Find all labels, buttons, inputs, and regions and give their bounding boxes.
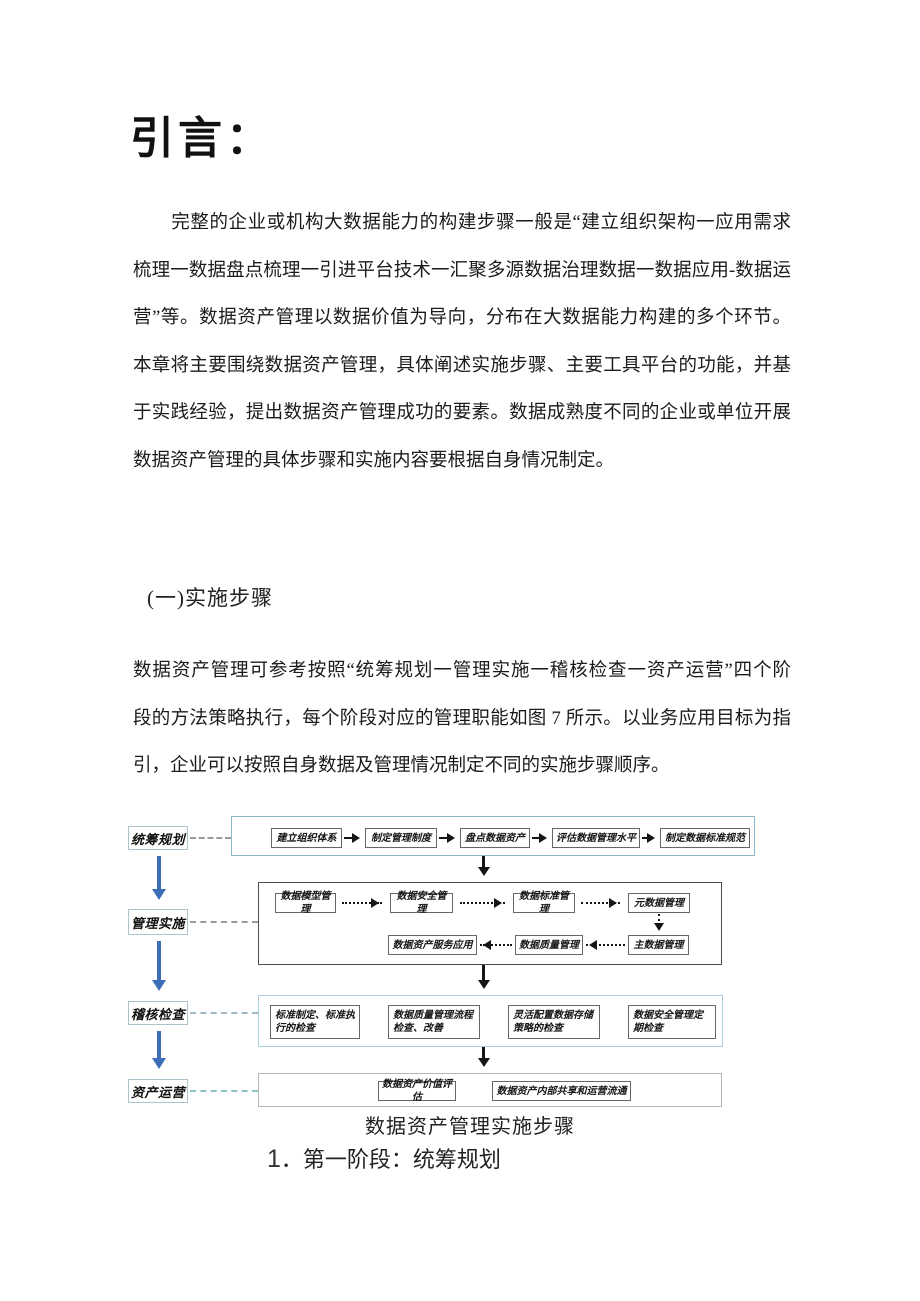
flow-box: 数据安全管理: [390, 891, 453, 915]
stage-down-arrow-icon: [152, 1031, 166, 1069]
flow-box: 盘点数据资产: [460, 828, 530, 848]
intro-line: 数据资产管理的具体步骤和实施内容要根据自身情况制定。: [133, 450, 615, 471]
stage-label-implementation: 管理实施: [128, 909, 188, 935]
stage-down-arrow-icon: [152, 856, 166, 900]
dotted-left-arrow-icon: [586, 940, 625, 950]
stage-down-arrow-icon: [152, 941, 166, 991]
flow-box: 元数据管理: [628, 893, 690, 913]
right-arrow-icon: [642, 833, 655, 843]
stage-label-audit: 稽核检查: [128, 1001, 188, 1025]
stage-label-operation: 资产运营: [128, 1079, 188, 1103]
flow-box: 标准制定、标准执行的检查: [270, 1005, 360, 1039]
dotted-right-arrow-icon: [460, 898, 505, 908]
intro-paragraph: 完整的企业或机构大数据能力的构建步骤一般是“建立组织架构一应用需求 梳理一数据盘…: [133, 200, 791, 485]
flow-box: 主数据管理: [628, 935, 689, 955]
dotted-left-arrow-icon: [480, 940, 512, 950]
flow-box: 数据质量管理流程检查、改善: [388, 1005, 480, 1039]
flow-box: 建立组织体系: [271, 828, 342, 848]
intro-line: 本章将主要围绕数据资产管理，具体阐述实施步骤、主要工具平台的功能，并基: [133, 355, 791, 376]
operation-container: [258, 1073, 722, 1107]
stage-one-title: ．第一阶段：统筹规划: [280, 1147, 501, 1172]
section-heading: (一)实施步骤: [147, 586, 273, 610]
intro-line: 完整的企业或机构大数据能力的构建步骤一般是“建立组织架构一应用需求: [133, 213, 791, 233]
flow-box: 制定管理制度: [365, 828, 437, 848]
flow-box: 数据模型管理: [275, 891, 336, 915]
dotted-right-arrow-icon: [342, 898, 382, 908]
right-arrow-icon: [344, 833, 360, 843]
dotted-right-arrow-icon: [581, 898, 620, 908]
right-arrow-icon: [439, 833, 455, 843]
intro-line: 梳理一数据盘点梳理一引进平台技术一汇聚多源数据治理数据一数据应用-数据运: [133, 260, 791, 281]
steps-line: 段的方法策略执行，每个阶段对应的管理职能如图 7 所示。以业务应用目标为指: [133, 708, 791, 729]
flow-box: 制定数据标准规范: [660, 828, 750, 848]
flow-down-arrow-icon: [477, 856, 490, 876]
steps-line: 数据资产管理可参考按照“统筹规划一管理实施一稽核检查一资产运营”四个阶: [133, 661, 791, 681]
intro-line: 营”等。数据资产管理以数据价值为导向，分布在大数据能力构建的多个环节。: [133, 308, 791, 328]
stage-one-number: 1: [267, 1145, 281, 1173]
steps-paragraph: 数据资产管理可参考按照“统筹规划一管理实施一稽核检查一资产运营”四个阶 段的方法…: [133, 648, 791, 791]
dashed-connector: [190, 1090, 258, 1092]
dotted-down-arrow-icon: [654, 914, 664, 931]
flow-box: 数据质量管理: [515, 935, 583, 955]
stage-one-heading: 1．第一阶段：统筹规划: [267, 1142, 501, 1174]
stage-label-planning: 统筹规划: [128, 826, 188, 850]
flow-box: 数据资产服务应用: [388, 935, 477, 955]
flow-box: 数据资产价值评估: [378, 1079, 456, 1103]
implementation-steps-flowchart: 统筹规划 管理实施 稽核检查 资产运营 建立组织体系 制定管理制度 盘点数据资产…: [120, 808, 785, 1110]
flow-box: 数据资产内部共享和运营流通: [492, 1081, 631, 1101]
dashed-connector: [190, 921, 258, 923]
dashed-connector: [190, 837, 231, 839]
flow-down-arrow-icon: [477, 965, 490, 989]
flow-box: 评估数据管理水平: [552, 828, 640, 848]
right-arrow-icon: [532, 833, 547, 843]
flow-down-arrow-icon: [477, 1047, 490, 1067]
intro-line: 于实践经验，提出数据资产管理成功的要素。数据成熟度不同的企业或单位开展: [133, 403, 791, 423]
dashed-connector: [190, 1012, 258, 1014]
page-title: 引言：: [130, 114, 274, 163]
flow-box: 灵活配置数据存储策略的检查: [508, 1005, 600, 1039]
steps-line: 引，企业可以按照自身数据及管理情况制定不同的实施步骤顺序。: [133, 756, 670, 776]
flow-box: 数据标准管理: [513, 891, 575, 915]
figure-caption: 数据资产管理实施步骤: [365, 1116, 575, 1138]
flow-box: 数据安全管理定期检查: [628, 1005, 716, 1039]
